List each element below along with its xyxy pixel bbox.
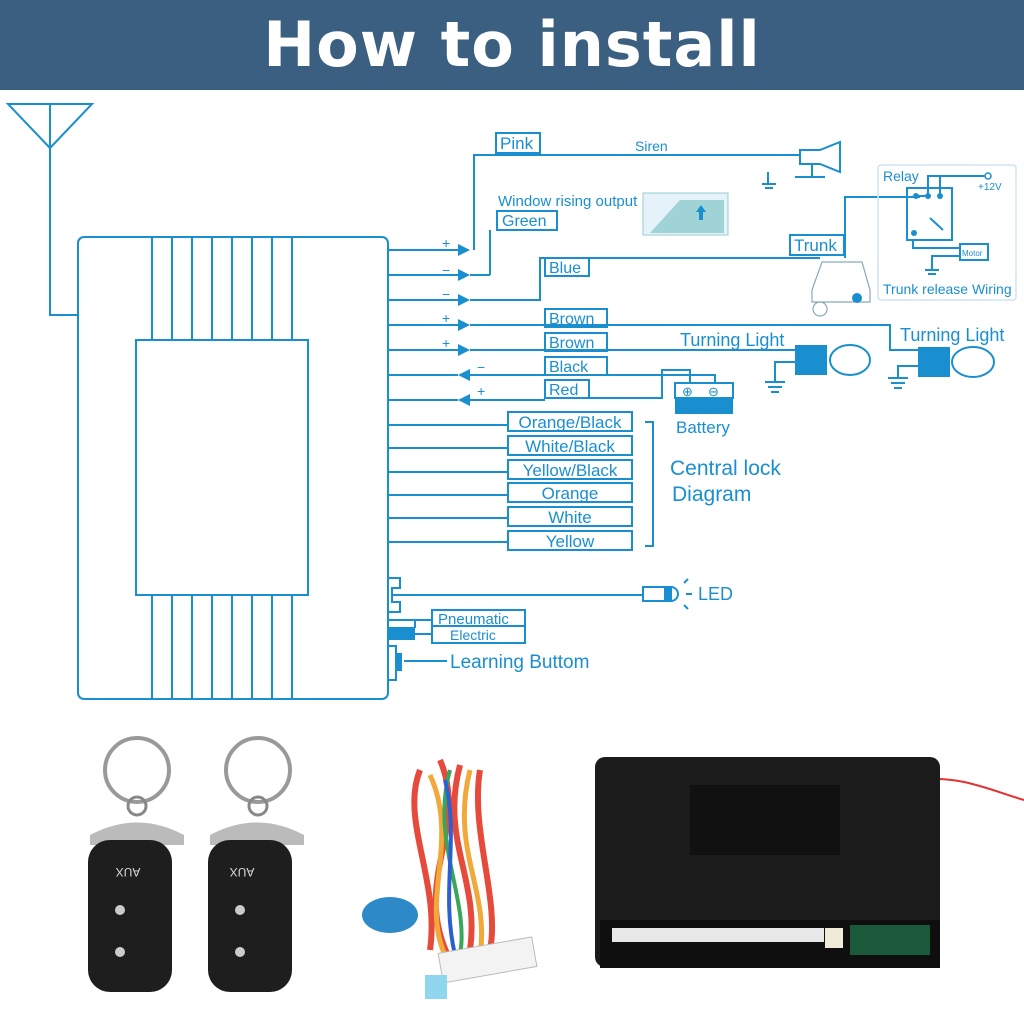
battery-icon: ⊕ ⊖ — [674, 382, 734, 414]
car-trunk-icon — [811, 261, 871, 317]
turning-light-icon-1 — [765, 344, 871, 393]
polarity-sign: + — [442, 235, 450, 251]
wire-label-white-black: White/Black — [525, 437, 615, 456]
siren-label: Siren — [635, 138, 668, 154]
central-lock-label-2: Diagram — [672, 483, 751, 506]
led-label: LED — [698, 584, 733, 604]
wire-label-red: Red — [549, 382, 578, 399]
siren-icon — [762, 140, 841, 189]
relay-diagram: Relay +12V Motor Trunk release Wiring — [877, 164, 1017, 301]
wire-label-orange: Orange — [542, 484, 599, 503]
wire-label-brown-1: Brown — [549, 311, 594, 328]
window-icon — [642, 192, 729, 236]
relay-caption: Trunk release Wiring — [883, 281, 1012, 297]
aux-button: AUX — [116, 865, 141, 879]
polarity-sign: + — [442, 335, 450, 351]
wire-label-green: Green — [502, 213, 546, 230]
battery-label: Battery — [676, 418, 730, 437]
learning-button-icon — [396, 653, 402, 671]
polarity-sign: + — [442, 310, 450, 326]
wire-label-white: White — [548, 508, 591, 527]
control-unit-photo — [595, 757, 1024, 968]
led-icon — [664, 587, 671, 601]
polarity-sign: − — [477, 359, 485, 375]
pneumatic-label: Pneumatic — [438, 611, 509, 628]
polarity-sign: − — [442, 286, 450, 302]
remote-key-fob-2: AUX — [208, 736, 304, 992]
wire-label-black: Black — [549, 359, 589, 376]
battery-plus: ⊕ — [682, 384, 693, 399]
wire-label-orange-black: Orange/Black — [519, 413, 622, 432]
wire-label-trunk: Trunk — [794, 236, 837, 255]
wire-label-yellow-black: Yellow/Black — [523, 461, 618, 480]
arrow-icon — [458, 244, 470, 256]
voltage-label: +12V — [978, 182, 1002, 193]
battery-minus: ⊖ — [708, 384, 719, 399]
wire-label-brown-2: Brown — [549, 335, 594, 352]
wire-label-yellow: Yellow — [546, 532, 595, 551]
central-lock-label: Central lock — [670, 457, 781, 480]
page-title: How to install — [0, 0, 1024, 90]
wire-label-blue: Blue — [549, 260, 581, 277]
wire-label-pink: Pink — [500, 134, 534, 153]
turning-light-label-2: Turning Light — [900, 325, 1004, 345]
switch-icon — [388, 627, 415, 640]
motor-label: Motor — [962, 249, 983, 258]
polarity-sign: − — [442, 262, 450, 278]
aux-button: AUX — [230, 865, 255, 879]
turning-light-label-1: Turning Light — [680, 330, 784, 350]
wiring-harness — [362, 758, 538, 999]
electric-label: Electric — [450, 627, 496, 643]
relay-label: Relay — [883, 168, 919, 184]
window-output-label: Window rising output — [498, 193, 638, 210]
central-lock-wires — [420, 411, 654, 551]
antenna-icon — [5, 103, 95, 316]
remote-key-fob-1: AUX — [88, 736, 184, 992]
control-module — [77, 236, 420, 700]
turning-light-icon-2 — [888, 346, 995, 389]
learning-button-label: Learning Buttom — [450, 652, 589, 673]
polarity-sign: + — [477, 383, 485, 399]
